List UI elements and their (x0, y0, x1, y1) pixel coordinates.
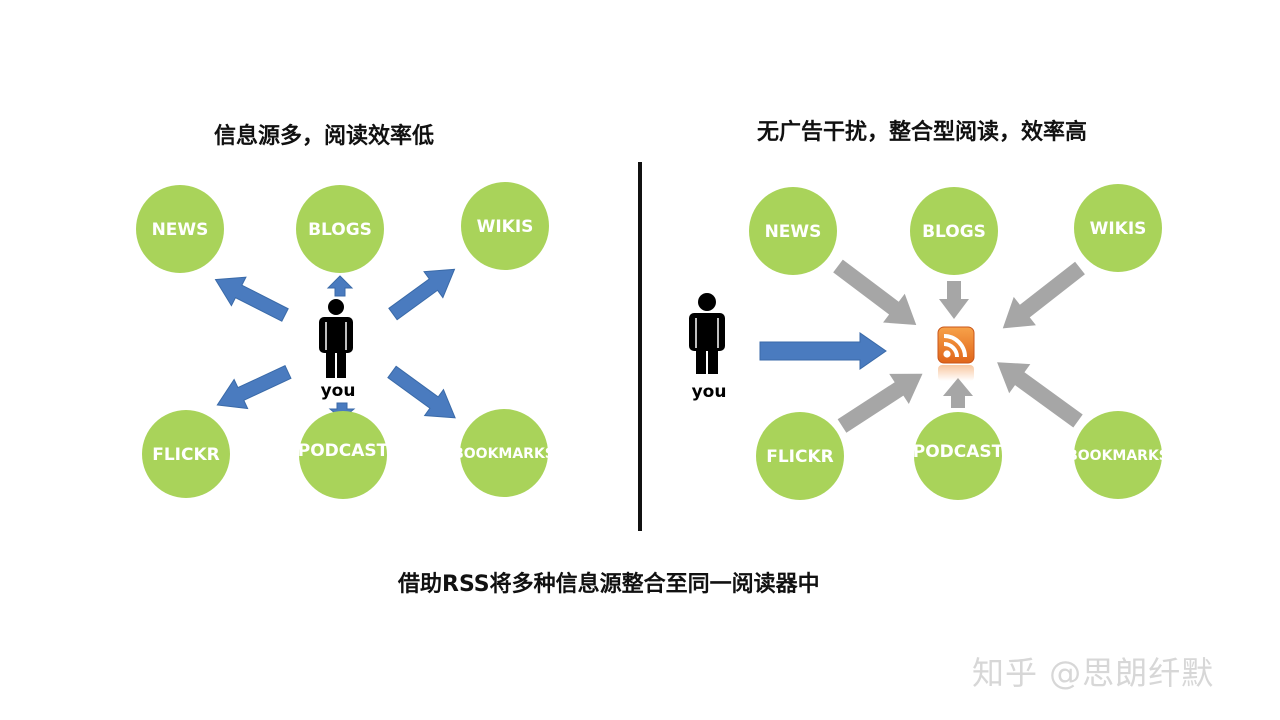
left-panel-title: 信息源多，阅读效率低 (214, 124, 435, 149)
node-label: BLOGS (308, 220, 372, 240)
left-panel: NEWS BLOGS WIKIS FLICKR PODCAST BOOKMARK… (136, 182, 555, 499)
right-panel-title: 无广告干扰，整合型阅读，效率高 (757, 120, 1088, 145)
arrow-from-wikis (1002, 261, 1085, 329)
right-node-blogs: BLOGS (910, 187, 998, 275)
rss-icon (937, 326, 975, 381)
node-label: NEWS (152, 220, 209, 240)
arrow-to-wikis (388, 268, 456, 321)
node-label: PODCAST (298, 441, 389, 461)
arrow-from-flickr (837, 373, 923, 433)
right-node-flickr: FLICKR (756, 412, 844, 500)
left-node-wikis: WIKIS (461, 182, 549, 270)
arrow-to-blogs (326, 275, 354, 297)
you-label: you (321, 381, 356, 401)
left-arrows (214, 268, 456, 420)
left-node-blogs: BLOGS (296, 185, 384, 273)
left-node-podcast: PODCAST (298, 411, 389, 499)
node-label: NEWS (765, 222, 822, 242)
right-node-wikis: WIKIS (1074, 184, 1162, 272)
left-node-news: NEWS (136, 185, 224, 273)
right-node-bookmarks: BOOKMARKS (1067, 411, 1169, 499)
node-label: WIKIS (477, 217, 534, 237)
arrow-to-flickr (216, 364, 292, 410)
arrow-from-news (833, 259, 917, 325)
left-node-bookmarks: BOOKMARKS (453, 409, 555, 497)
node-label: PODCAST (913, 442, 1004, 462)
arrow-you-to-rss (759, 332, 887, 370)
right-node-podcast: PODCAST (913, 412, 1004, 500)
node-label: BOOKMARKS (453, 446, 555, 462)
arrow-from-podcast (943, 378, 973, 408)
bottom-caption: 借助RSS将多种信息源整合至同一阅读器中 (398, 572, 820, 597)
arrow-from-bookmarks (997, 362, 1083, 428)
node-label: WIKIS (1090, 219, 1147, 239)
node-label: BLOGS (922, 222, 986, 242)
left-node-flickr: FLICKR (142, 410, 230, 498)
you-label: you (692, 382, 727, 402)
right-panel: NEWS BLOGS WIKIS FLICKR PODCAST BOOKMARK… (689, 184, 1169, 500)
person-icon (319, 299, 353, 378)
node-label: FLICKR (766, 447, 834, 467)
node-label: FLICKR (152, 445, 220, 465)
right-arrows (833, 259, 1085, 433)
watermark: 知乎 @思朗纤默 (972, 654, 1215, 692)
arrow-to-news (214, 276, 289, 322)
arrow-to-bookmarks (387, 365, 456, 419)
arrow-from-blogs (939, 281, 969, 319)
person-icon (689, 293, 725, 374)
node-label: BOOKMARKS (1067, 448, 1169, 464)
right-node-news: NEWS (749, 187, 837, 275)
